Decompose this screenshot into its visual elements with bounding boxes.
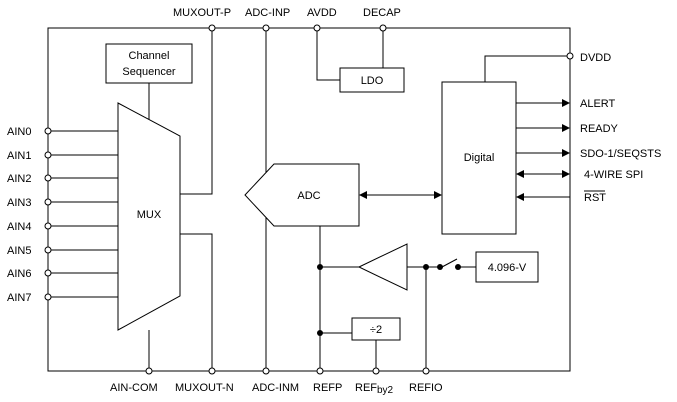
switch-contact-b (455, 264, 461, 270)
reference-block (475, 251, 539, 283)
pin-label-decap: DECAP (363, 7, 401, 19)
ain-pin-label: AIN7 (7, 292, 31, 304)
ready-arrow (562, 124, 570, 132)
ain-pin (44, 269, 52, 277)
digital-block (441, 81, 517, 235)
junction-dot-refp-divider (317, 330, 323, 336)
pin-decap (379, 24, 387, 32)
ldo-block (339, 67, 405, 93)
mux-block (117, 102, 181, 331)
adc-bus-arrow-left (359, 191, 367, 199)
pin-muxout-p (208, 24, 216, 32)
ain-pin (44, 174, 52, 182)
pin-label-alert: ALERT (580, 98, 616, 110)
mux-label: MUX (137, 209, 162, 221)
spi-arrow-right (562, 170, 570, 178)
pin-label-ready: READY (580, 123, 619, 135)
reference-switch (441, 258, 458, 268)
muxout-p-trace (180, 28, 213, 195)
digital-label: Digital (464, 152, 495, 164)
spi-arrow-left (516, 170, 524, 178)
muxout-n-trace (180, 233, 213, 371)
pin-label-refp: REFP (313, 382, 342, 394)
ain-pin (44, 293, 52, 301)
junction-dot-refp-buffer (317, 264, 323, 270)
reference-label: 4.096-V (488, 262, 527, 274)
pin-label-rst: RST (584, 192, 606, 204)
sdo-arrow (562, 149, 570, 157)
pin-avdd (313, 24, 321, 32)
pin-refio (422, 367, 430, 375)
avdd-to-ldo-trace (316, 28, 340, 81)
divider-label: ÷2 (370, 324, 382, 336)
pin-adc-inm (262, 367, 270, 375)
rst-arrow (516, 193, 524, 201)
ain-pin (44, 222, 52, 230)
ldo-label: LDO (361, 75, 384, 87)
pin-label-muxout-n: MUXOUT-N (175, 382, 234, 394)
pin-refp (316, 367, 324, 375)
pin-adc-inp (262, 24, 270, 32)
ain-pin-label: AIN3 (7, 197, 31, 209)
pin-muxout-n (208, 367, 216, 375)
dvdd-trace (484, 55, 570, 82)
pin-dvdd (566, 52, 574, 60)
switch-contact-a (437, 264, 443, 270)
junction-dot-refio (423, 264, 429, 270)
ain-pin (44, 198, 52, 206)
ain-pin-label: AIN1 (7, 150, 31, 162)
pin-label-refby2: REFby2 (355, 382, 394, 396)
ain-pin-label: AIN2 (7, 173, 31, 185)
pin-label-avdd: AVDD (307, 7, 337, 19)
channel-sequencer-label-2: Sequencer (122, 66, 176, 78)
pin-label-sdo: SDO-1/SEQSTS (580, 148, 661, 160)
adc-bus-arrow-right (434, 191, 442, 199)
reference-buffer (357, 243, 408, 291)
adc-label: ADC (297, 190, 320, 202)
ain-pin-label: AIN0 (7, 126, 31, 138)
ain-pin (44, 127, 52, 135)
pin-label-refio: REFIO (409, 382, 443, 394)
pin-label-adc-inm: ADC-INM (252, 382, 299, 394)
channel-sequencer-block (105, 43, 193, 84)
pin-refby2 (372, 367, 380, 375)
pin-ain-com (145, 367, 153, 375)
alert-arrow (562, 99, 570, 107)
pin-label-adc-inp: ADC-INP (245, 7, 290, 19)
ain-pin-label: AIN5 (7, 245, 31, 257)
pin-label-spi: 4-WIRE SPI (584, 169, 643, 181)
ain-pin (44, 246, 52, 254)
pin-label-dvdd: DVDD (580, 52, 611, 64)
ain-pin (44, 151, 52, 159)
ain-pin-label: AIN4 (7, 221, 31, 233)
channel-sequencer-label-1: Channel (129, 50, 170, 62)
pin-label-ain-com: AIN-COM (110, 382, 158, 394)
pin-label-muxout-p: MUXOUT-P (173, 7, 231, 19)
ain-pin-label: AIN6 (7, 268, 31, 280)
